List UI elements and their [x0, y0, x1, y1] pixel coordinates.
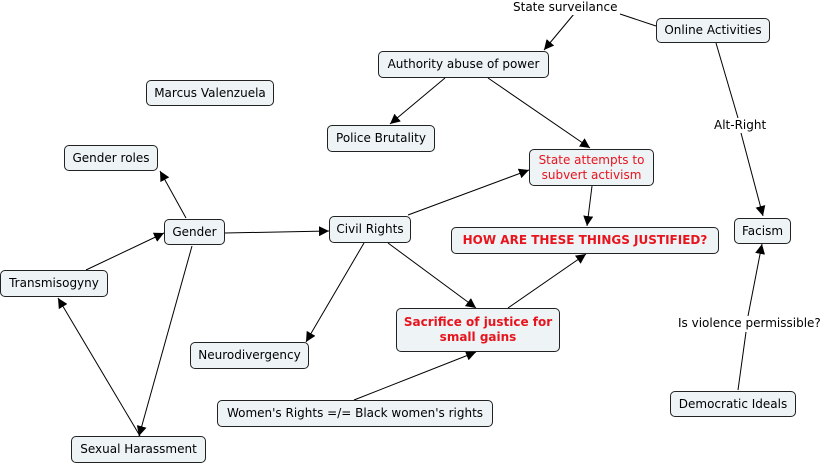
connector-sexual-harassment-to-transmisogyny	[57, 297, 141, 437]
node-state-attempts[interactable]: State attempts to subvert activism	[529, 149, 654, 186]
node-civil-rights[interactable]: Civil Rights	[329, 216, 411, 243]
connector-democratic-to-violence	[737, 331, 747, 391]
connector-authority-to-state-attempts	[487, 77, 591, 149]
connector-gender-to-gender-roles	[159, 170, 187, 219]
node-sacrifice-of-justice[interactable]: Sacrifice of justice for small gains	[396, 308, 560, 352]
node-marcus-valenzuela[interactable]: Marcus Valenzuela	[146, 80, 274, 106]
node-gender[interactable]: Gender	[164, 219, 225, 245]
connector-state-attempts-to-how	[583, 185, 594, 227]
edge-label-state-surveilance: State surveilance	[512, 0, 619, 15]
connector-womens-rights-to-sacrifice	[353, 351, 477, 401]
node-sexual-harassment[interactable]: Sexual Harassment	[71, 436, 206, 463]
node-facism[interactable]: Facism	[734, 218, 791, 244]
node-transmisogyny[interactable]: Transmisogyny	[0, 270, 108, 297]
node-police-brutality[interactable]: Police Brutality	[327, 125, 435, 152]
edge-label-alt-right: Alt-Right	[713, 118, 768, 133]
edge-label-violence-permissible: Is violence permissible?	[677, 316, 822, 331]
connector-altright-to-facism	[740, 132, 766, 217]
connector-authority-to-police	[389, 77, 446, 125]
connector-online-to-surveilance	[619, 13, 657, 27]
connector-civil-rights-to-state-attempts	[407, 168, 530, 216]
node-authority-abuse[interactable]: Authority abuse of power	[378, 51, 549, 78]
node-gender-roles[interactable]: Gender roles	[64, 145, 158, 171]
connector-sacrifice-to-how	[507, 253, 587, 309]
connector-violence-to-facism	[747, 243, 765, 317]
node-neurodivergency[interactable]: Neurodivergency	[190, 342, 309, 369]
node-how-are-these-justified[interactable]: HOW ARE THESE THINGS JUSTIFIED?	[451, 227, 719, 254]
node-online-activities[interactable]: Online Activities	[656, 18, 770, 43]
connector-gender-to-sexual-harassment	[136, 245, 193, 437]
connector-transmisogyny-to-gender	[85, 232, 165, 271]
connector-surveilance-to-authority	[543, 13, 575, 51]
connector-online-to-altright	[715, 42, 739, 119]
node-democratic-ideals[interactable]: Democratic Ideals	[670, 391, 796, 417]
connector-civil-rights-to-neurodivergency	[305, 242, 365, 343]
connector-gender-to-civil-rights	[224, 226, 330, 237]
node-womens-rights[interactable]: Women's Rights =/= Black women's rights	[217, 400, 493, 427]
connector-civil-rights-to-sacrifice	[387, 242, 477, 309]
